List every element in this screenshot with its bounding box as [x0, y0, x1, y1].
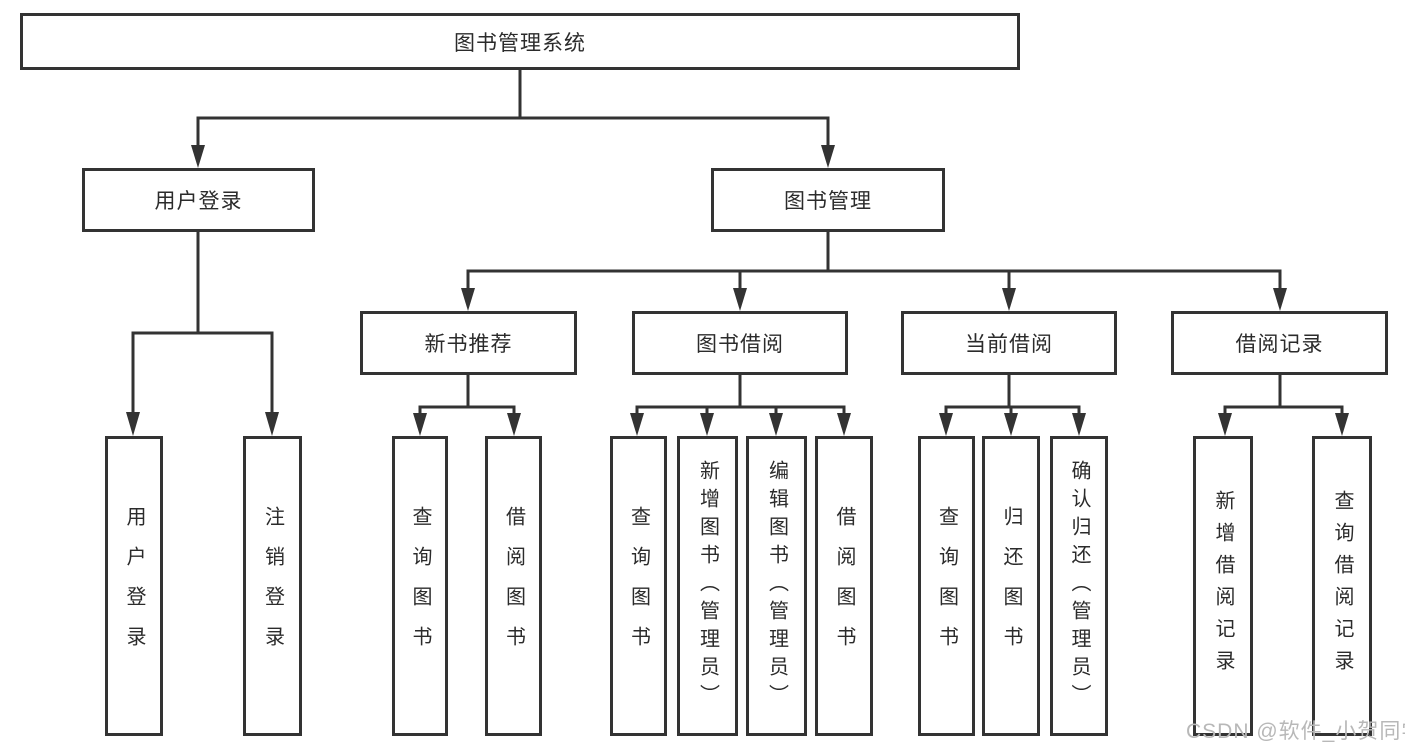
arrow-down-icon	[191, 145, 205, 168]
arrow-down-icon	[265, 412, 279, 436]
arrow-down-icon	[1004, 413, 1018, 436]
leaf-borrow-books: 借阅图书	[485, 436, 542, 736]
leaf-edit-books-admin: 编辑图书（管理员）	[746, 436, 807, 736]
csdn-watermark: CSDN @软件_小贺同学	[1186, 720, 1405, 743]
arrow-down-icon	[837, 413, 851, 436]
arrow-down-icon	[1335, 413, 1349, 436]
leaf-borrow-books: 借阅图书	[815, 436, 873, 736]
arrow-down-icon	[507, 413, 521, 436]
node-user-login: 用户登录	[82, 168, 315, 232]
arrow-down-icon	[939, 413, 953, 436]
leaf-user-login: 用户登录	[105, 436, 163, 736]
leaf-add-books-admin: 新增图书（管理员）	[677, 436, 738, 736]
leaf-query-books: 查询图书	[918, 436, 975, 736]
arrow-down-icon	[769, 413, 783, 436]
leaf-label: 查询图书	[627, 506, 650, 666]
arrow-down-icon	[1002, 288, 1016, 311]
arrow-down-icon	[126, 412, 140, 436]
leaf-label: 确认归还（管理员）	[1068, 460, 1090, 712]
arrow-down-icon	[1273, 288, 1287, 311]
arrow-down-icon	[630, 413, 644, 436]
arrow-down-icon	[1072, 413, 1086, 436]
node-label: 用户登录	[154, 190, 243, 213]
arrow-down-icon	[733, 288, 747, 311]
node-label: 新书推荐	[424, 333, 513, 356]
leaf-label: 新增借阅记录	[1212, 490, 1234, 682]
node-label: 图书借阅	[696, 333, 784, 356]
leaf-logout: 注销登录	[243, 436, 302, 736]
arrow-down-icons	[126, 145, 1349, 436]
arrow-down-icon	[1218, 413, 1232, 436]
leaf-label: 用户登录	[123, 506, 145, 666]
node-library-management-system: 图书管理系统	[20, 13, 1020, 70]
leaf-label: 新增图书（管理员）	[696, 460, 719, 712]
leaf-label: 查询图书	[935, 506, 958, 666]
leaf-label: 查询图书	[409, 506, 431, 666]
node-label: 当前借阅	[965, 333, 1053, 356]
node-label: 图书管理	[784, 190, 872, 213]
leaf-label: 编辑图书（管理员）	[765, 460, 788, 712]
leaf-label: 借阅图书	[833, 506, 855, 666]
node-borrow-records: 借阅记录	[1171, 311, 1388, 375]
leaf-query-books: 查询图书	[392, 436, 448, 736]
leaf-add-borrow-record: 新增借阅记录	[1193, 436, 1253, 736]
arrow-down-icon	[700, 413, 714, 436]
leaf-label: 注销登录	[261, 506, 284, 666]
leaf-confirm-return-admin: 确认归还（管理员）	[1050, 436, 1108, 736]
node-new-book-recommend: 新书推荐	[360, 311, 577, 375]
node-book-management: 图书管理	[711, 168, 945, 232]
leaf-label: 查询借阅记录	[1331, 490, 1353, 682]
arrow-down-icon	[461, 288, 475, 311]
arrow-down-icon	[413, 413, 427, 436]
node-book-borrow: 图书借阅	[632, 311, 848, 375]
leaf-return-books: 归还图书	[982, 436, 1040, 736]
arrow-down-icon	[821, 145, 835, 168]
node-current-borrow: 当前借阅	[901, 311, 1117, 375]
leaf-label: 归还图书	[1000, 506, 1022, 666]
leaf-label: 借阅图书	[502, 506, 525, 666]
leaf-query-books: 查询图书	[610, 436, 667, 736]
node-label: 借阅记录	[1235, 333, 1324, 356]
node-label: 图书管理系统	[454, 31, 586, 55]
leaf-query-borrow-record: 查询借阅记录	[1312, 436, 1372, 736]
